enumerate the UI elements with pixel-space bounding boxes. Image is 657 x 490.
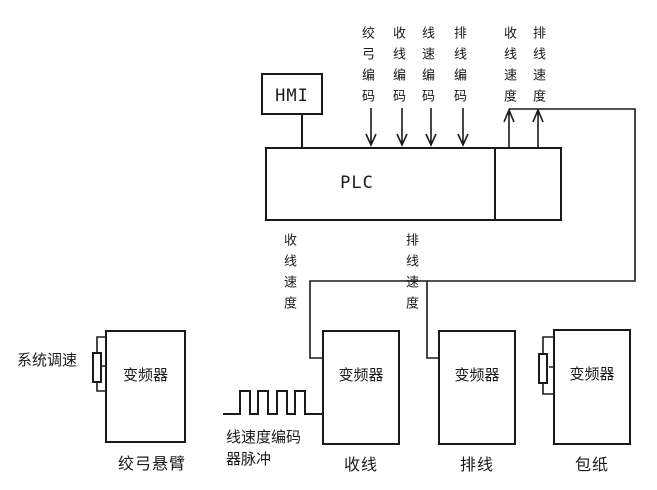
hmi-label: HMI <box>275 86 309 106</box>
shouxian-encoder-label: 收线编码 <box>390 26 405 110</box>
caption-baozhi: 包纸 <box>574 455 609 474</box>
hmi-box: HMI <box>261 73 323 115</box>
caption-shouxian: 收线 <box>343 455 378 474</box>
inverter-box-baozhi: 变频器 <box>553 329 631 445</box>
inverter-label: 变频器 <box>454 366 500 384</box>
pulse-label-line2: 器脉冲 <box>226 450 272 468</box>
inverter-label: 变频器 <box>122 366 168 384</box>
paixian-encoder-label: 排线编码 <box>451 26 466 110</box>
traverse-speed-output-label: 排线速度 <box>530 26 545 110</box>
speed-output-arrows <box>503 107 544 147</box>
xiansu-encoder-arrow <box>425 108 437 147</box>
speed-feedback-loop <box>309 108 636 359</box>
takeup-speed-arrow <box>503 107 515 147</box>
plc-box: PLC <box>265 147 562 221</box>
shouxian-encoder-arrow <box>396 108 408 147</box>
traverse-speed-drop <box>426 281 439 359</box>
inverter-box-shouxian: 变频器 <box>322 330 400 445</box>
caption-paixian: 排线 <box>459 455 494 474</box>
inverter-label: 变频器 <box>569 365 615 383</box>
traverse-speed-arrow <box>532 107 544 147</box>
inverter-box-paixian: 变频器 <box>438 330 516 445</box>
takeup-speed-line-label: 收线速度 <box>281 233 296 317</box>
caption-jiaogong: 绞弓悬臂 <box>117 454 186 473</box>
potentiometer-right <box>538 353 548 384</box>
jiaogong-encoder-label: 绞弓编码 <box>359 26 374 110</box>
inverter-label: 变频器 <box>338 366 384 384</box>
paixian-encoder-arrow <box>457 108 469 147</box>
inverter-box-jiaogong: 变频器 <box>105 330 186 443</box>
potentiometer-left <box>92 352 102 383</box>
pulse-label-line1: 线速度编码 <box>226 428 302 446</box>
encoder-pulse-waveform <box>223 390 323 415</box>
plc-divider <box>494 149 496 219</box>
xiansu-encoder-label: 线速编码 <box>419 26 434 110</box>
plc-label: PLC <box>340 173 374 193</box>
traverse-speed-line-label: 排线速度 <box>403 233 418 317</box>
system-speed-label: 系统调速 <box>17 351 78 369</box>
takeup-speed-output-label: 收线速度 <box>501 26 516 110</box>
encoder-input-arrows <box>365 108 469 147</box>
jiaogong-encoder-arrow <box>365 108 377 147</box>
pulse-label: 线速度编码 器脉冲 <box>226 426 301 470</box>
